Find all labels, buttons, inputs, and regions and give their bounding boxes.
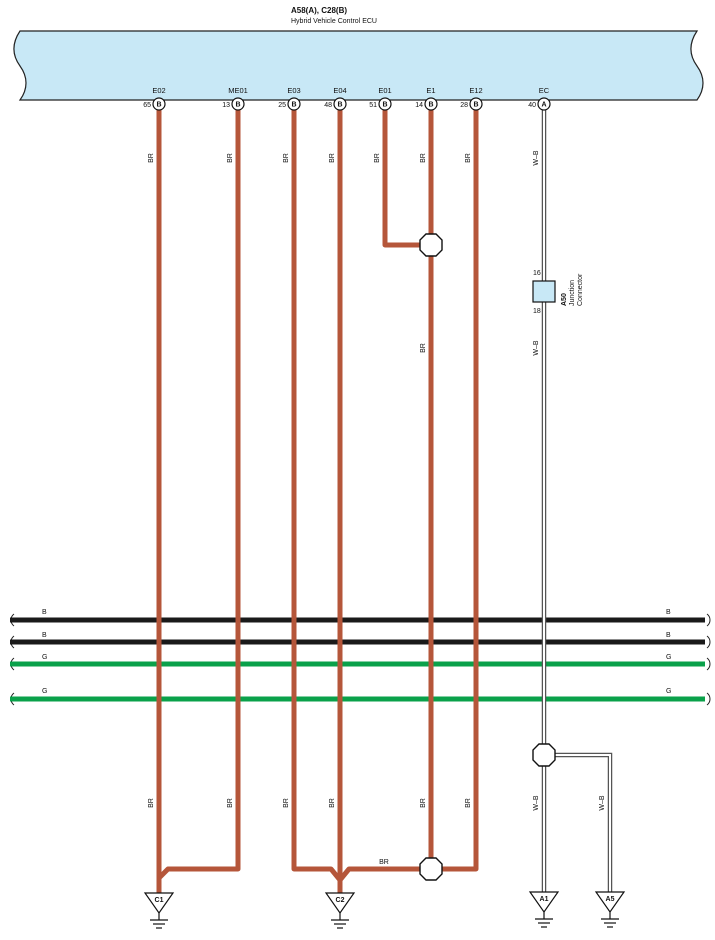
bus-wire-3: G G bbox=[10, 654, 711, 671]
pin-name-e03: E03 bbox=[287, 86, 300, 95]
pin-marker-me01: B bbox=[231, 97, 245, 111]
bus-label-left: G bbox=[42, 688, 47, 695]
junction-name-2: Connector bbox=[577, 273, 584, 306]
wire-label: BR bbox=[374, 153, 381, 163]
junction-connector-box bbox=[532, 280, 556, 303]
br-wires bbox=[156, 104, 479, 893]
pin-name-e02: E02 bbox=[152, 86, 165, 95]
pin-name-me01: ME01 bbox=[228, 86, 248, 95]
bus-label-right: B bbox=[666, 632, 671, 639]
bus-label-left: B bbox=[42, 609, 47, 616]
splice-point-e1-lower bbox=[419, 857, 443, 881]
ecu-box bbox=[13, 30, 704, 101]
wire-label: BR bbox=[227, 798, 234, 808]
wire-e03 bbox=[291, 104, 342, 882]
pin-marker-e01: B bbox=[378, 97, 392, 111]
svg-text:B: B bbox=[382, 102, 387, 109]
wire-label: W–B bbox=[533, 340, 540, 356]
bus-wire-4: G G bbox=[10, 688, 711, 706]
wire-label: BR bbox=[379, 859, 389, 866]
bus-wires: B B B B G G G G bbox=[10, 609, 711, 706]
svg-text:B: B bbox=[473, 102, 478, 109]
pin-number-e03: 25 bbox=[278, 102, 286, 109]
junction-pin-bottom: 18 bbox=[533, 308, 541, 315]
wire-label: BR bbox=[420, 798, 427, 808]
ground-a5: A5 bbox=[594, 891, 626, 928]
ground-label: C2 bbox=[336, 897, 345, 904]
bus-label-right: G bbox=[666, 654, 671, 661]
wire-label: W–B bbox=[533, 150, 540, 166]
ground-a1: A1 bbox=[528, 891, 560, 928]
wire-e01 bbox=[382, 104, 431, 248]
ecu-pin-markers: B B B B B B B A bbox=[152, 97, 551, 111]
pin-number-e01: 51 bbox=[369, 102, 377, 109]
bus-label-right: B bbox=[666, 609, 671, 616]
svg-text:B: B bbox=[337, 102, 342, 109]
pin-number-e12: 28 bbox=[460, 102, 468, 109]
ecu-subtitle: Hybrid Vehicle Control ECU bbox=[291, 18, 377, 25]
bus-label-right: G bbox=[666, 688, 671, 695]
pin-name-e01: E01 bbox=[378, 86, 391, 95]
wire-label: BR bbox=[283, 153, 290, 163]
bus-label-left: G bbox=[42, 654, 47, 661]
wire-label: BR bbox=[283, 798, 290, 808]
pin-name-e12: E12 bbox=[469, 86, 482, 95]
ground-points: C1 C2 A1 A5 bbox=[143, 891, 626, 929]
wire-label: W–B bbox=[533, 795, 540, 811]
junction-id: A50 bbox=[561, 293, 568, 306]
pin-marker-e03: B bbox=[287, 97, 301, 111]
ground-label: A1 bbox=[540, 896, 549, 903]
wire-label: BR bbox=[420, 153, 427, 163]
svg-text:B: B bbox=[156, 102, 161, 109]
pin-name-e04: E04 bbox=[333, 86, 346, 95]
junction-connector-a50: 16 18 A50 Junction Connector bbox=[532, 270, 584, 315]
wire-label: BR bbox=[148, 798, 155, 808]
ecu-title: A58(A), C28(B) bbox=[291, 6, 347, 15]
ground-c1: C1 bbox=[143, 892, 175, 929]
wire-e12 bbox=[431, 104, 479, 872]
wire-me01 bbox=[157, 104, 241, 880]
ground-label: A5 bbox=[606, 896, 615, 903]
junction-pin-top: 16 bbox=[533, 270, 541, 277]
pin-marker-e1: B bbox=[424, 97, 438, 111]
wb-wires bbox=[541, 108, 613, 892]
wire-label: BR bbox=[148, 153, 155, 163]
svg-text:B: B bbox=[428, 102, 433, 109]
pin-number-e04: 48 bbox=[324, 102, 332, 109]
pin-marker-e04: B bbox=[333, 97, 347, 111]
wire-label: BR bbox=[329, 798, 336, 808]
pin-number-me01: 13 bbox=[222, 102, 230, 109]
wire-labels: BR BR BR BR BR BR BR W–B BR W–B BR BR BR… bbox=[148, 150, 606, 866]
wire-label: BR bbox=[329, 153, 336, 163]
pin-marker-ec: A bbox=[537, 97, 551, 111]
wire-c2-join bbox=[338, 866, 431, 882]
bus-wire-1: B B bbox=[10, 609, 711, 627]
pin-number-e1: 14 bbox=[415, 102, 423, 109]
pin-number-e02: 65 bbox=[143, 102, 151, 109]
bus-label-left: B bbox=[42, 632, 47, 639]
splice-point-wb bbox=[532, 743, 556, 767]
pin-marker-e12: B bbox=[469, 97, 483, 111]
wire-label: BR bbox=[420, 343, 427, 353]
wire-label: W–B bbox=[599, 795, 606, 811]
wire-label: BR bbox=[465, 798, 472, 808]
pin-name-e1: E1 bbox=[426, 86, 435, 95]
bus-wire-2: B B bbox=[10, 632, 711, 649]
wire-label: BR bbox=[227, 153, 234, 163]
ground-c2: C2 bbox=[324, 892, 356, 929]
pin-number-ec: 40 bbox=[528, 102, 536, 109]
junction-name: Junction bbox=[569, 280, 576, 306]
svg-text:B: B bbox=[235, 102, 240, 109]
pin-name-ec: EC bbox=[539, 86, 550, 95]
svg-text:A: A bbox=[541, 102, 546, 109]
pin-marker-e02: B bbox=[152, 97, 166, 111]
ground-label: C1 bbox=[155, 897, 164, 904]
splice-points bbox=[419, 233, 556, 881]
wire-label: BR bbox=[465, 153, 472, 163]
svg-text:B: B bbox=[291, 102, 296, 109]
splice-point-e1-upper bbox=[419, 233, 443, 257]
ecu-pin-labels: E02 ME01 E03 E04 E01 E1 E12 EC 65 13 25 … bbox=[143, 86, 550, 109]
